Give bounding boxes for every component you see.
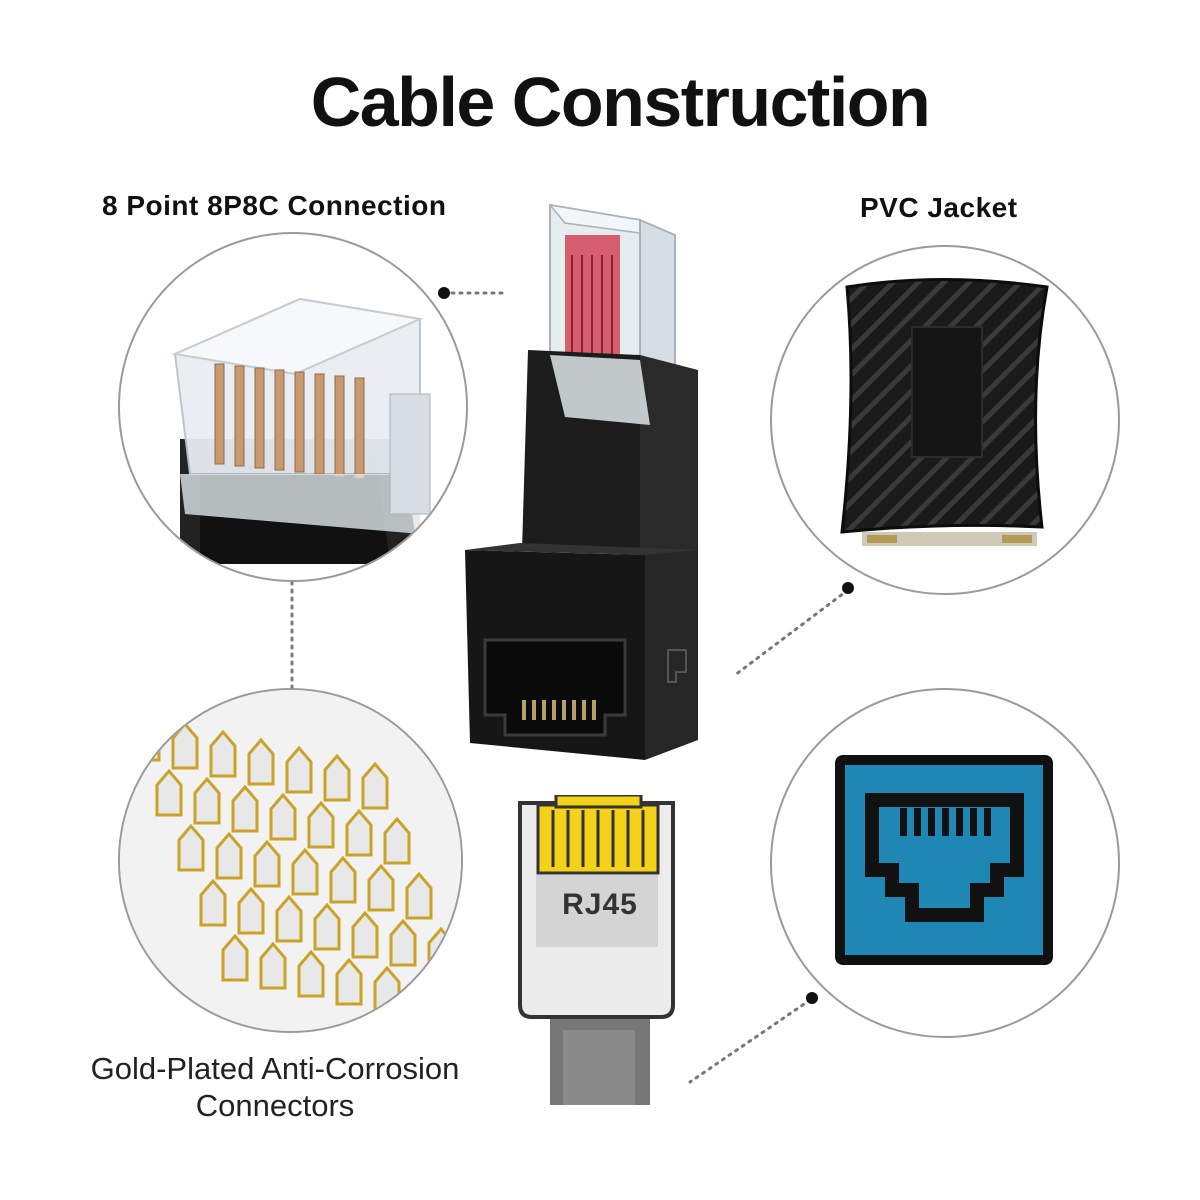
- gold-pin: [155, 768, 183, 817]
- gold-pin: [275, 894, 303, 943]
- leader-line-bottom: [688, 998, 812, 1084]
- gold-pin: [313, 902, 341, 951]
- gold-pin: [221, 933, 249, 982]
- gold-pin: [383, 816, 411, 865]
- gold-pin: [291, 847, 319, 896]
- label-gold-plated: Gold-Plated Anti-Corrosion Connectors: [60, 1050, 490, 1124]
- circle-jack-icon: [770, 688, 1120, 1038]
- gold-pin: [253, 839, 281, 888]
- gold-pin: [329, 855, 357, 904]
- gold-pin: [177, 823, 205, 872]
- gold-pin: [209, 729, 237, 778]
- gold-pin: [307, 800, 335, 849]
- pvc-jacket-image: [840, 278, 1049, 546]
- gold-pin: [367, 863, 395, 912]
- rj45-plug-icon: [518, 795, 675, 1105]
- gold-pin: [215, 831, 243, 880]
- gold-pin: [231, 784, 259, 833]
- label-pvc-jacket: PVC Jacket: [860, 192, 1018, 223]
- page-title: Cable Construction: [310, 63, 931, 141]
- leader-line-right: [733, 588, 850, 677]
- gold-pin: [285, 745, 313, 794]
- gold-pin: [323, 753, 351, 802]
- gold-pin: [389, 918, 417, 967]
- gold-pin: [335, 957, 363, 1006]
- gold-pin: [237, 886, 265, 935]
- gold-pin: [193, 776, 221, 825]
- label-gold-line-1: Gold-Plated Anti-Corrosion: [90, 1051, 460, 1086]
- gold-pin: [405, 871, 433, 920]
- gold-pin: [259, 941, 287, 990]
- rj45-adapter-product: [465, 203, 698, 760]
- rj45-port-icon: [835, 755, 1053, 965]
- leader-dot-bottom: [806, 992, 818, 1004]
- gold-pin: [351, 910, 379, 959]
- label-8p8c-connection: 8 Point 8P8C Connection: [102, 190, 447, 221]
- gold-connectors-image: [120, 690, 461, 1031]
- gold-pin: [361, 761, 389, 810]
- gold-pin: [247, 737, 275, 786]
- label-gold-line-2: Connectors: [195, 1088, 355, 1123]
- plug-closeup-image: [171, 297, 431, 564]
- gold-pin: [297, 949, 325, 998]
- circle-pvc-jacket: [770, 245, 1120, 595]
- leader-dot-top: [438, 287, 450, 299]
- gold-pin: [199, 878, 227, 927]
- leader-dot-right: [842, 582, 854, 594]
- gold-pin: [345, 808, 373, 857]
- gold-pin: [269, 792, 297, 841]
- plug-label-rj45: RJ45: [562, 888, 638, 921]
- circle-plug-closeup: [118, 232, 468, 582]
- circle-gold-connectors: [118, 688, 463, 1033]
